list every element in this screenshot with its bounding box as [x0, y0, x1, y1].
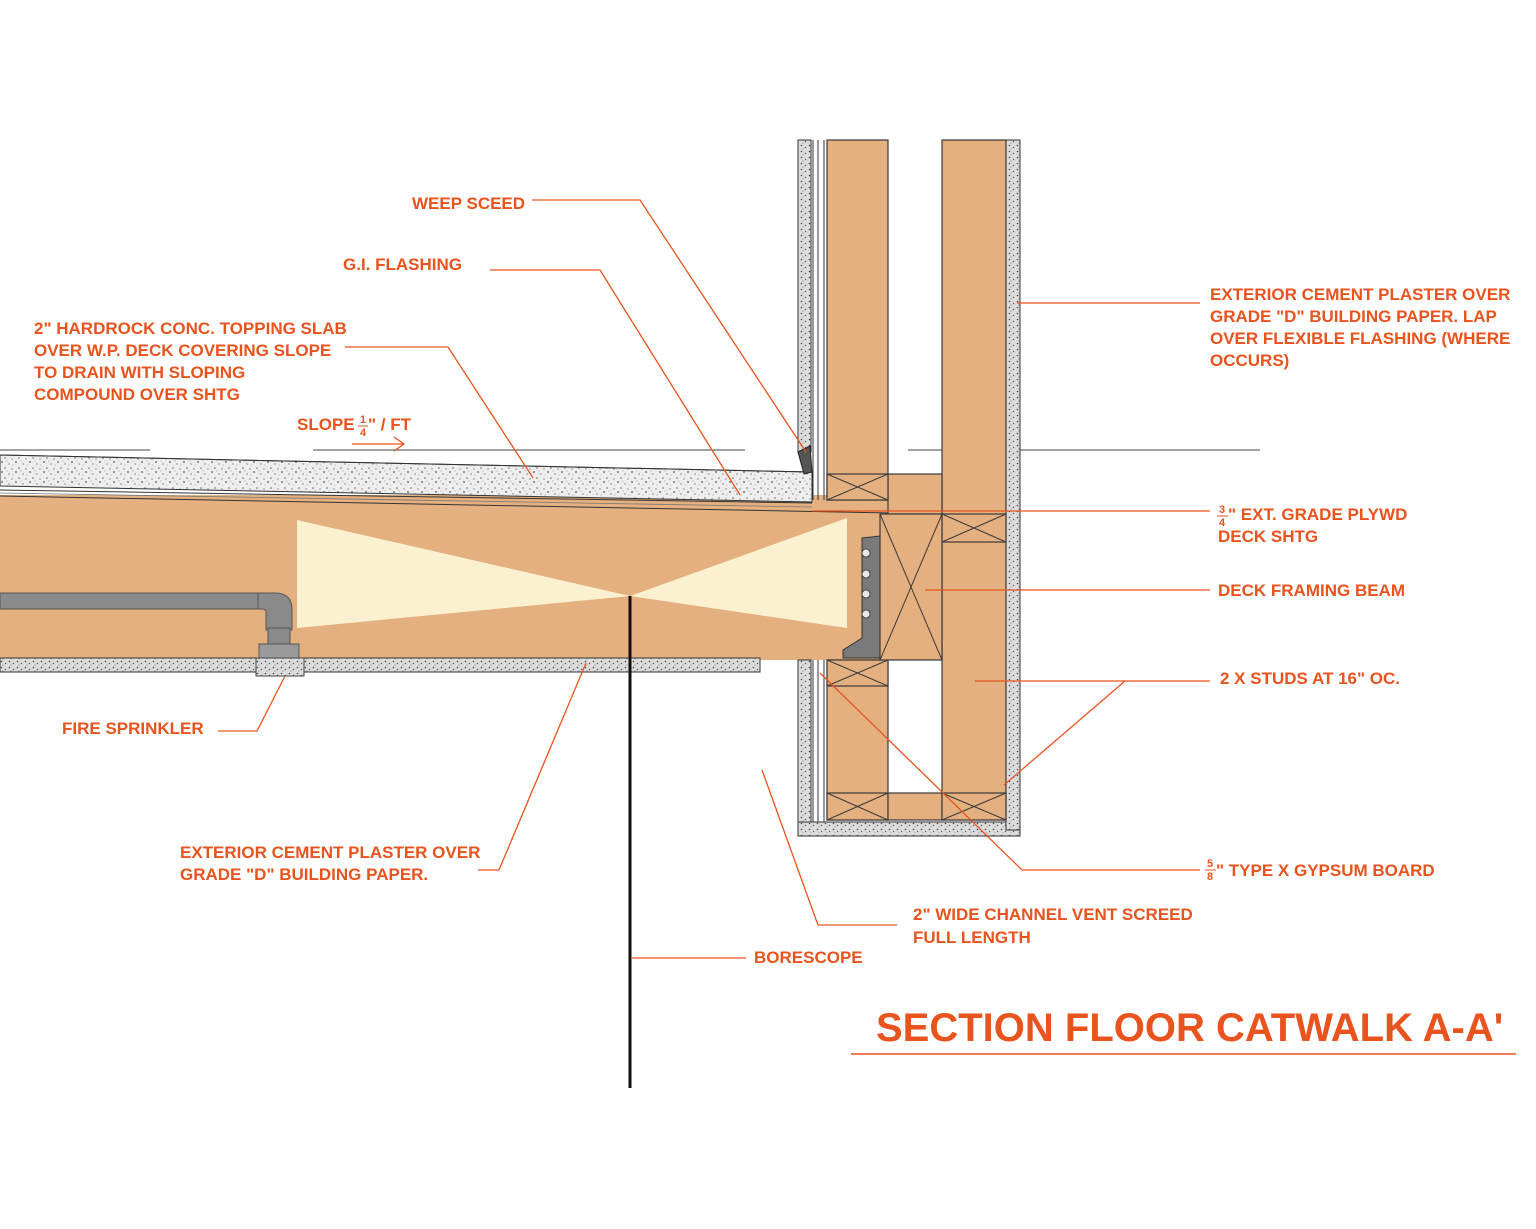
svg-text:EXTERIOR CEMENT PLASTER OVER: EXTERIOR CEMENT PLASTER OVER	[180, 843, 480, 862]
deck-framing-beam	[879, 513, 943, 661]
label-gypsum: 5 8 " TYPE X GYPSUM BOARD	[1205, 858, 1435, 883]
label-studs: 2 X STUDS AT 16" OC.	[1220, 669, 1400, 688]
label-vent-screed: 2" WIDE CHANNEL VENT SCREED FULL LENGTH	[913, 905, 1193, 947]
svg-text:GRADE "D" BUILDING PAPER. LAP: GRADE "D" BUILDING PAPER. LAP	[1210, 307, 1497, 326]
leader-lines	[218, 199, 1210, 959]
label-gi-flashing: G.I. FLASHING	[343, 255, 462, 274]
svg-text:3: 3	[1219, 504, 1225, 516]
svg-text:4: 4	[360, 427, 367, 439]
leader-fire-sprinkler	[218, 675, 286, 732]
label-slope: SLOPE 1 4 " / FT	[297, 414, 412, 439]
svg-text:" / FT: " / FT	[368, 415, 412, 434]
sprinkler-pipe-assembly	[0, 592, 305, 677]
hanger-nail	[861, 609, 871, 619]
label-weep-screed: WEEP SCEED	[412, 194, 525, 213]
sprinkler-drop	[267, 627, 291, 647]
svg-text:SLOPE: SLOPE	[297, 415, 355, 434]
top-plate	[826, 473, 889, 501]
label-ext-plaster-soffit: EXTERIOR CEMENT PLASTER OVER GRADE "D" B…	[180, 843, 480, 884]
bottom-plate-left	[826, 792, 889, 821]
hanger-nail	[861, 569, 871, 579]
svg-text:DECK SHTG: DECK SHTG	[1218, 527, 1318, 546]
leader-ext-plaster-soffit	[478, 662, 587, 871]
leader-topping-slab	[345, 346, 534, 479]
svg-text:8: 8	[1207, 871, 1213, 883]
plywood-bottom-line	[0, 495, 946, 515]
svg-text:OVER W.P. DECK COVERING SLOPE: OVER W.P. DECK COVERING SLOPE	[34, 341, 331, 360]
label-deck-beam: DECK FRAMING BEAM	[1218, 581, 1405, 600]
wall-plaster-bottom	[797, 821, 1021, 837]
svg-text:GRADE "D" BUILDING PAPER.: GRADE "D" BUILDING PAPER.	[180, 865, 428, 884]
sill-plate-left	[826, 659, 889, 687]
svg-text:" TYPE X GYPSUM BOARD: " TYPE X GYPSUM BOARD	[1216, 861, 1435, 880]
label-fire-sprinkler: FIRE SPRINKLER	[62, 719, 204, 738]
label-plywood: 3 4 " EXT. GRADE PLYWD DECK SHTG	[1217, 504, 1407, 546]
sprinkler-pipe	[0, 592, 263, 610]
bottom-plate-mid	[887, 792, 943, 821]
svg-text:FULL LENGTH: FULL LENGTH	[913, 928, 1031, 947]
svg-text:EXTERIOR CEMENT PLASTER OVER: EXTERIOR CEMENT PLASTER OVER	[1210, 285, 1510, 304]
deck-assembly	[0, 449, 1260, 673]
label-topping-slab: 2" HARDROCK CONC. TOPPING SLAB OVER W.P.…	[34, 319, 347, 404]
svg-text:" EXT. GRADE PLYWD: " EXT. GRADE PLYWD	[1228, 505, 1407, 524]
weep-screed	[797, 445, 813, 475]
svg-text:1: 1	[360, 414, 366, 426]
sprinkler-elbow	[257, 592, 293, 631]
svg-text:COMPOUND OVER SHTG: COMPOUND OVER SHTG	[34, 385, 240, 404]
plywood-top-line	[0, 489, 813, 504]
svg-text:OCCURS): OCCURS)	[1210, 351, 1289, 370]
leader-vent-screed	[761, 769, 897, 926]
stud-left-upper	[826, 139, 889, 501]
leader-studs	[1003, 680, 1210, 786]
svg-text:2" HARDROCK CONC. TOPPING SLAB: 2" HARDROCK CONC. TOPPING SLAB	[34, 319, 347, 338]
leader-weep-screed	[532, 199, 807, 453]
leader-gi-flashing	[490, 269, 741, 496]
hanger-nail	[861, 589, 871, 599]
bottom-plate-right	[941, 792, 1007, 821]
svg-text:TO DRAIN WITH SLOPING: TO DRAIN WITH SLOPING	[34, 363, 245, 382]
flashing-line	[0, 492, 813, 508]
stud-right	[941, 139, 1007, 821]
wall-plaster-upper	[797, 139, 812, 453]
wall-plaster-right	[1005, 139, 1021, 831]
slab-top-line	[0, 454, 813, 473]
label-borescope: BORESCOPE	[754, 948, 863, 967]
svg-text:2" WIDE CHANNEL VENT SCREED: 2" WIDE CHANNEL VENT SCREED	[913, 905, 1193, 924]
sprinkler-escutcheon	[255, 657, 305, 677]
svg-text:4: 4	[1219, 517, 1226, 529]
slope-arrow	[352, 436, 406, 452]
hanger-nail	[861, 548, 871, 558]
svg-text:5: 5	[1207, 858, 1213, 870]
svg-text:OVER FLEXIBLE FLASHING (WHERE: OVER FLEXIBLE FLASHING (WHERE	[1210, 329, 1510, 348]
soffit-plaster	[0, 657, 761, 673]
drawing-title: SECTION FLOOR CATWALK A-A'	[876, 1006, 1503, 1050]
leader-gypsum	[819, 672, 1200, 871]
plate-right	[941, 513, 1007, 543]
borescope-view-right	[630, 518, 847, 628]
label-ext-plaster-wall: EXTERIOR CEMENT PLASTER OVER GRADE "D" B…	[1210, 285, 1510, 370]
rim-block	[887, 473, 943, 515]
wall-assembly	[797, 139, 1021, 837]
wall-plaster-lower	[797, 659, 812, 836]
borescope-view-left	[297, 520, 630, 628]
